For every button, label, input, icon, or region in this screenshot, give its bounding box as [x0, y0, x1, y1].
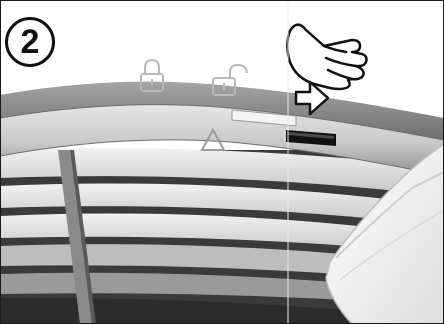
step-number-badge: 2 — [5, 17, 55, 67]
hand-push-icon — [287, 25, 366, 89]
step-number: 2 — [21, 25, 40, 59]
